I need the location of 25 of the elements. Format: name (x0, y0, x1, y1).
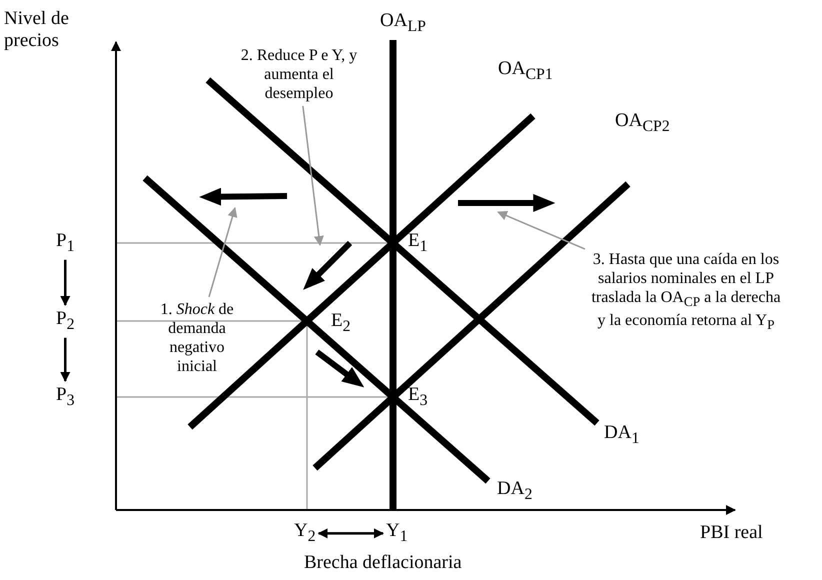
axis-value: P$_{1}$ (56, 230, 74, 257)
leader-line (208, 207, 238, 298)
annotation: 2. Reduce P e Y, y aumenta el desempleo (240, 46, 358, 103)
annotation: 3. Hasta que una caída en los salarios nominales en el LP traslada la OA$_{CP}$ a la derecha y la economía retorna al Y$_{P}$ (588, 250, 784, 334)
curve-label: OA$_{CP1}$ (498, 58, 553, 85)
curve-label: OA$_{LP}$ (380, 10, 426, 37)
arrow (318, 528, 384, 538)
arrow (60, 338, 70, 382)
point-label: E$_{2}$ (331, 310, 351, 337)
arrow (60, 260, 70, 306)
axis-value: Y$_{1}$ (386, 520, 408, 547)
axis-value: P$_{3}$ (56, 384, 74, 411)
point-label: E$_{3}$ (408, 384, 428, 411)
axis-value: P$_{2}$ (56, 308, 74, 335)
leader-line (302, 106, 324, 246)
curve-label: OA$_{CP2}$ (615, 110, 670, 137)
axis-title: Nivel de precios (4, 8, 70, 52)
point-label: E$_{1}$ (408, 230, 428, 257)
axis-title: PBI real (700, 522, 763, 543)
annotation: 1. Shock de demanda negativo inicial (152, 300, 242, 376)
leader-line (497, 210, 586, 250)
curve-label: DA$_{1}$ (604, 422, 640, 449)
curve-label: DA$_{2}$ (497, 478, 532, 505)
axis-value: Y$_{2}$ (294, 520, 316, 547)
axis-caption: Brecha deflacionaria (304, 552, 462, 573)
